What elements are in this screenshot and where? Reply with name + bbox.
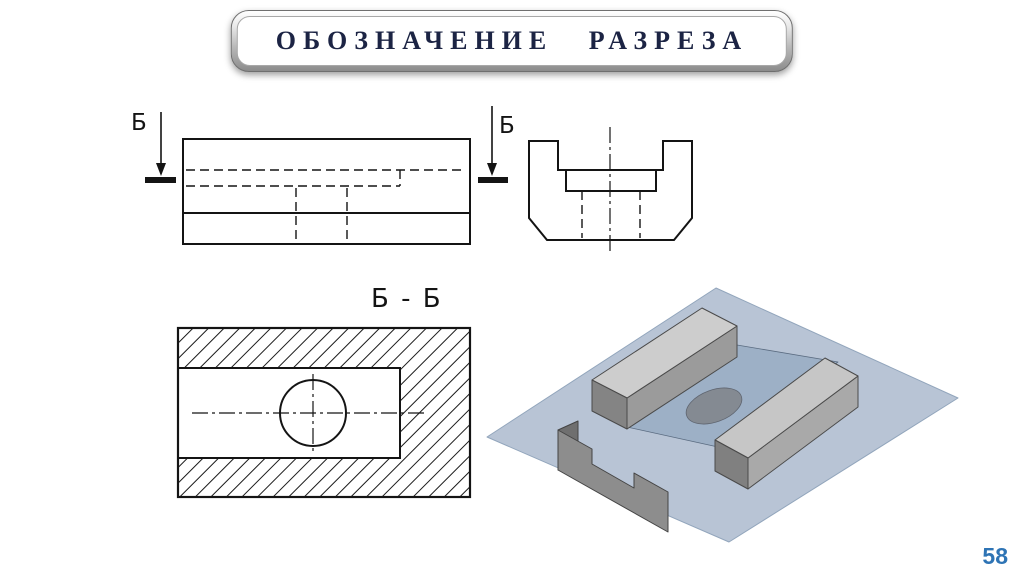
- model-lower-cut-face: [557, 429, 669, 533]
- title-banner-inner: ОБОЗНАЧЕНИЕ РАЗРЕЗА: [236, 16, 788, 66]
- side-view-step: [565, 170, 657, 192]
- arrow-down-icon: [487, 163, 497, 176]
- section-view-outline: [176, 326, 472, 499]
- section-view-b-b: Б - Б: [176, 284, 472, 499]
- front-view-outline: [182, 138, 471, 245]
- section-slot-outline: [178, 367, 401, 459]
- section-arrow-right: Б: [478, 106, 515, 183]
- model-right-rail: [714, 357, 859, 490]
- section-label-left: Б: [131, 110, 147, 136]
- section-plane-stroke-left: [145, 177, 176, 183]
- section-arrow-left: Б: [131, 110, 176, 183]
- arrow-down-icon: [156, 163, 166, 176]
- page-title: ОБОЗНАЧЕНИЕ РАЗРЕЗА: [275, 26, 749, 55]
- model-right-rail-cut-face: [714, 439, 749, 490]
- model-hole: [685, 387, 743, 425]
- model-left-rail-cut-face: [591, 379, 628, 430]
- section-label-right: Б: [499, 113, 515, 139]
- model-left-rail: [591, 307, 738, 430]
- side-view: [528, 127, 693, 254]
- side-view-hidden-lines: [581, 191, 641, 238]
- isometric-3d-view: [486, 287, 959, 543]
- title-banner: ОБОЗНАЧЕНИЕ РАЗРЕЗА: [230, 10, 794, 72]
- section-centerlines: [192, 374, 428, 452]
- front-view-hidden-lines: [186, 169, 466, 242]
- section-view-title: Б - Б: [371, 284, 443, 314]
- page-number: 58: [982, 543, 1008, 569]
- section-plane-stroke-right: [478, 177, 508, 183]
- front-view: [182, 138, 471, 245]
